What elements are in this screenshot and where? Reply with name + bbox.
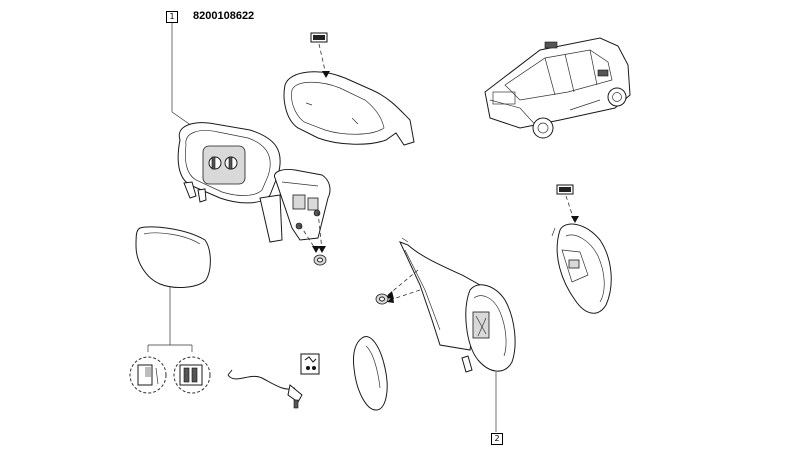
mirror-base-bracket-left[interactable] [273, 169, 331, 241]
callout-2[interactable]: 2 [491, 433, 503, 445]
mirror-glass-right[interactable] [353, 336, 388, 411]
part-number-label: 8200108622 [193, 10, 255, 22]
electrical-symbol-icon [300, 353, 320, 375]
mirror-cover-upper[interactable] [283, 71, 415, 146]
callout-1[interactable]: 1 [166, 11, 178, 23]
assembly-arrows-right [385, 269, 421, 303]
mirror-cover-right[interactable] [551, 223, 612, 314]
assembly-arrows-left [299, 211, 326, 253]
car-location-illustration [484, 37, 631, 139]
glass-variant-detail-2[interactable] [173, 356, 211, 394]
wiring-harness[interactable] [227, 369, 303, 409]
mirror-glass-left[interactable] [135, 226, 211, 288]
paint-code-tag-right [556, 184, 579, 223]
paint-code-tag-upper [310, 32, 330, 78]
nut-right[interactable] [375, 293, 389, 305]
glass-variant-detail-1[interactable] [129, 356, 167, 394]
nut-left[interactable] [313, 254, 327, 266]
mirror-base-bracket-right[interactable] [399, 237, 481, 351]
mirror-housing-assembly-left[interactable] [177, 122, 283, 243]
mirror-housing-assembly-right[interactable] [461, 284, 516, 373]
